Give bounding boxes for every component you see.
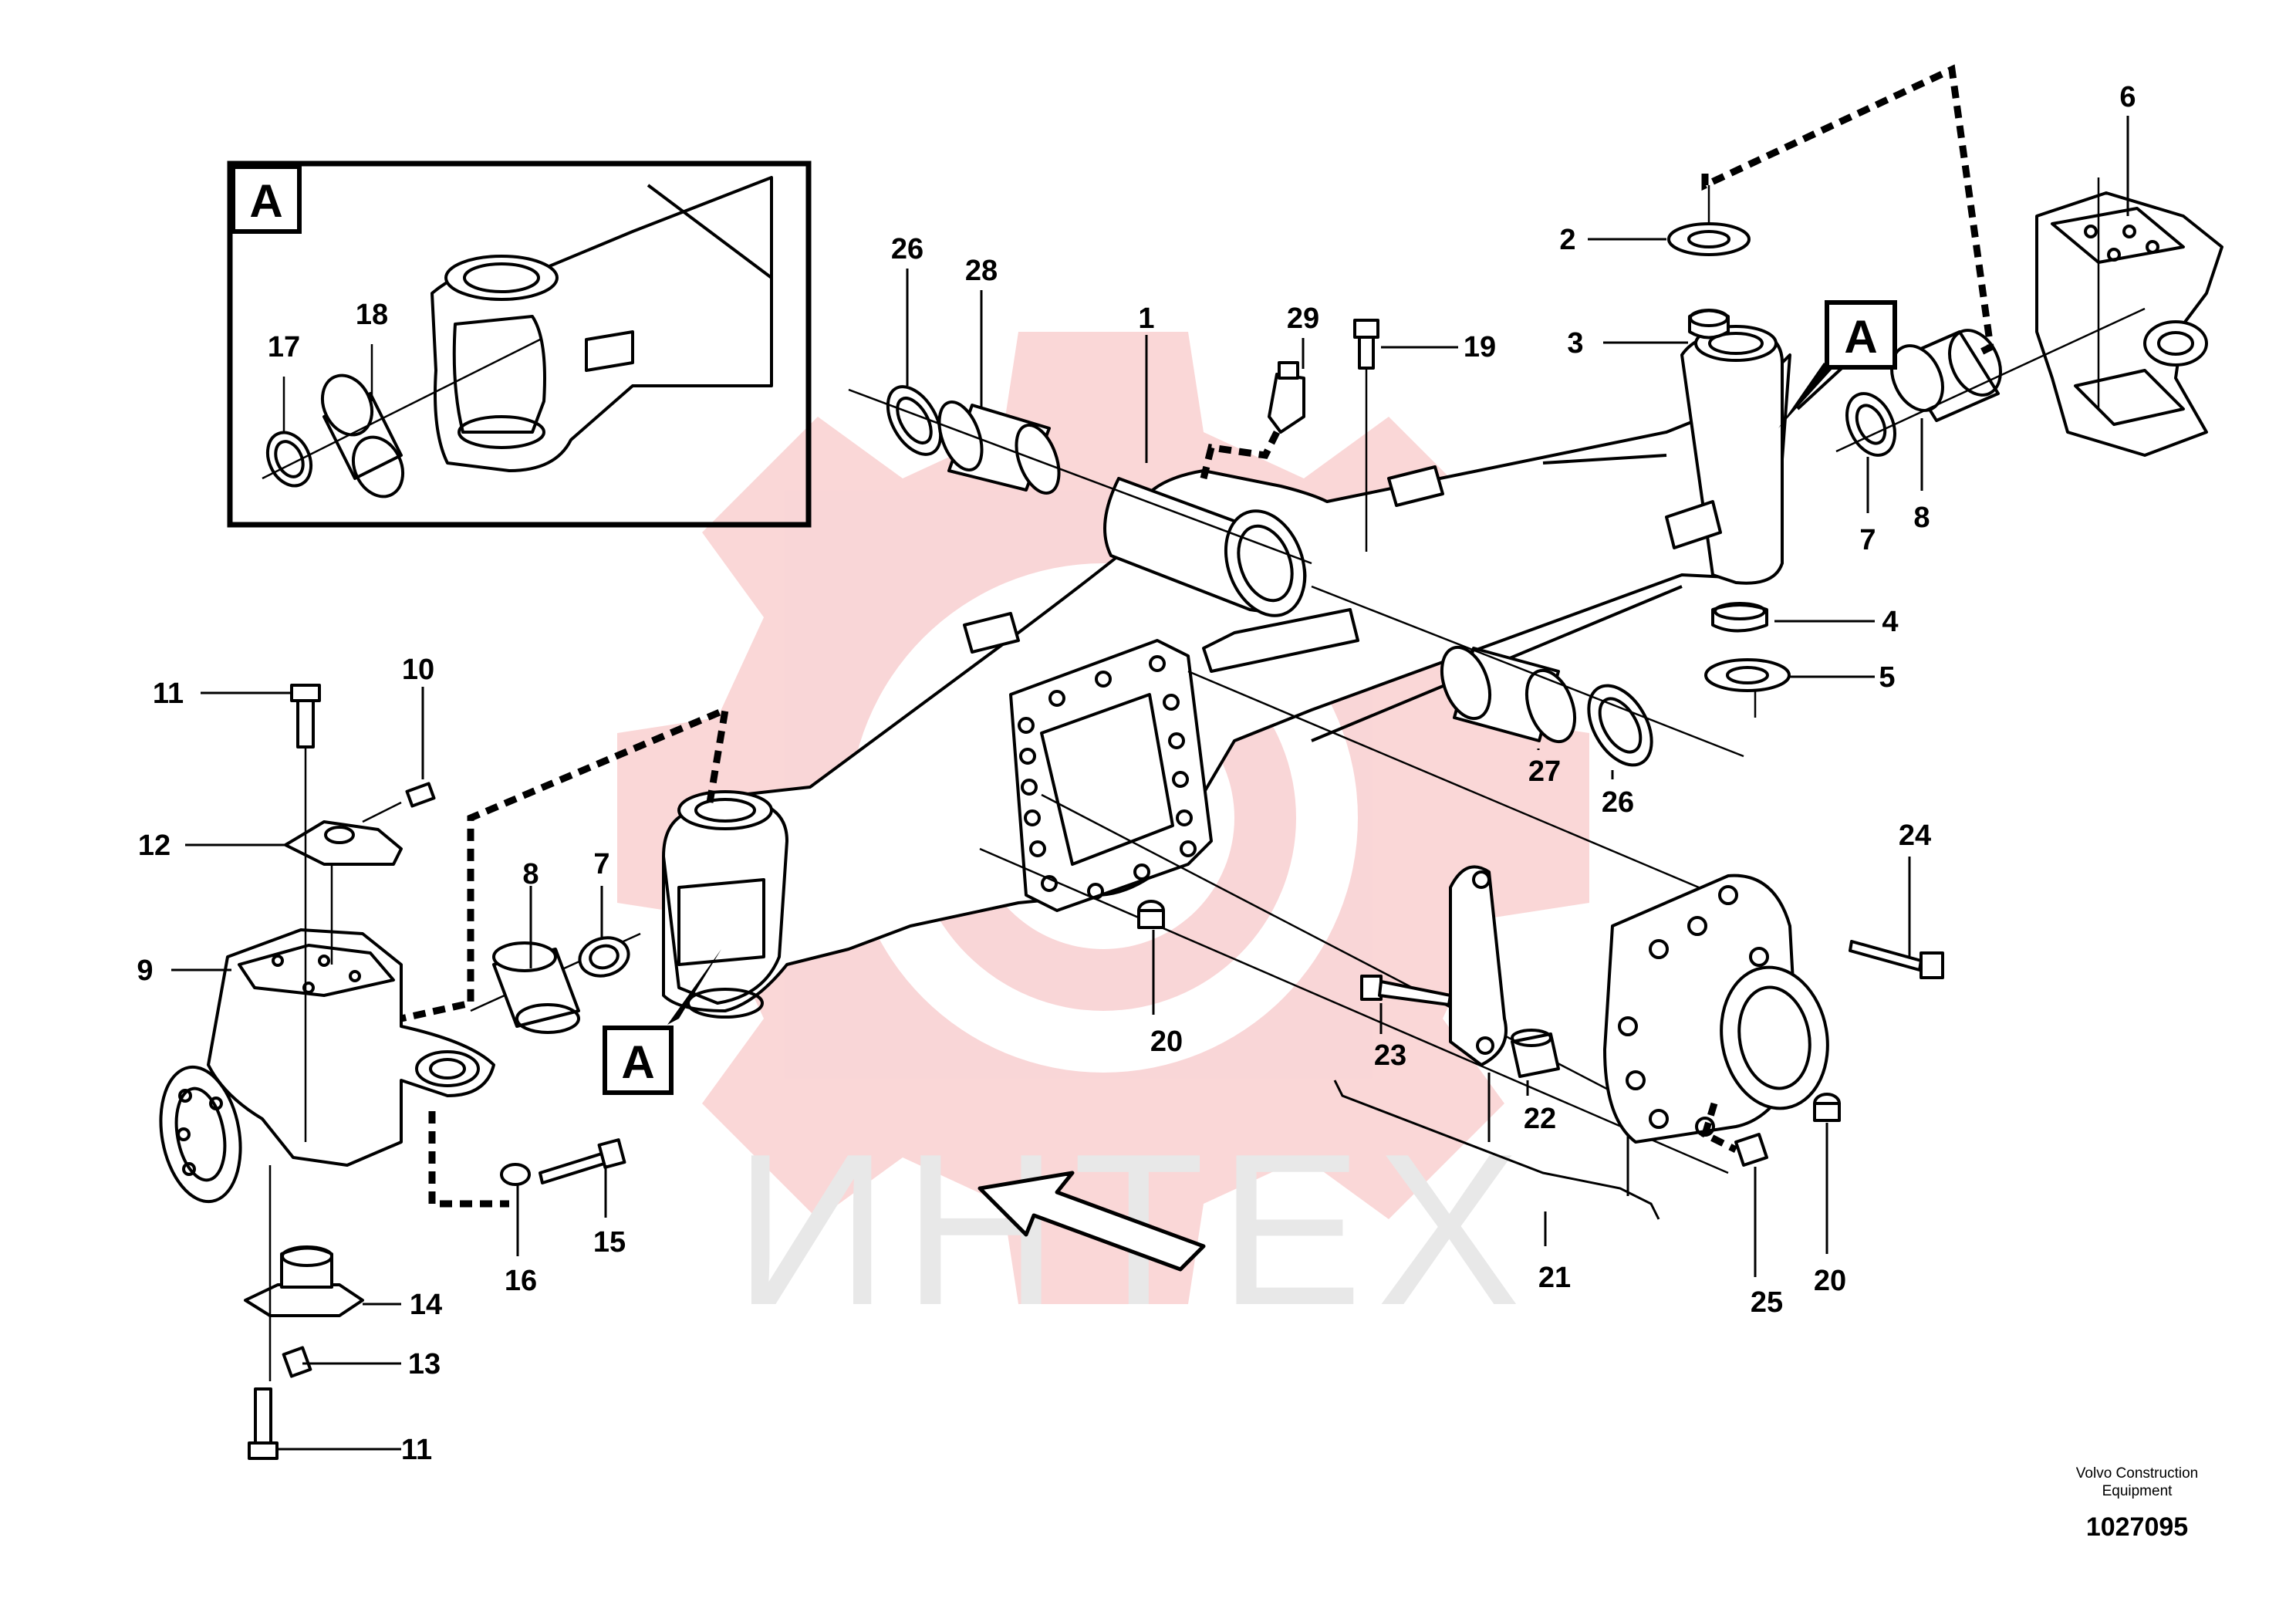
part-11-bolt-top — [290, 684, 321, 748]
part-14-plate — [244, 1245, 364, 1317]
part-11-bolt-bottom — [248, 1387, 279, 1460]
part-27-bushing-mid — [1440, 645, 1577, 744]
axle-beam — [662, 325, 1791, 1019]
callout-16: 16 — [505, 1265, 537, 1297]
part-20-plug-left — [1137, 900, 1165, 929]
callout-18: 18 — [356, 299, 388, 331]
callout-25: 25 — [1751, 1286, 1783, 1319]
part-12-plate — [284, 820, 403, 866]
part-8-bushing-left — [492, 941, 580, 1034]
part-26-seal-top — [886, 385, 943, 456]
callout-26-mid: 26 — [1602, 786, 1634, 819]
part-25-plug — [1734, 1133, 1768, 1167]
part-4-bearing — [1711, 602, 1768, 633]
callout-2: 2 — [1559, 224, 1575, 256]
part-28-bushing — [937, 400, 1061, 495]
callout-24: 24 — [1899, 819, 1931, 852]
callout-9: 9 — [137, 955, 153, 987]
part-19-plug — [1353, 319, 1379, 370]
part-16-nut — [500, 1163, 531, 1186]
callout-21: 21 — [1538, 1262, 1571, 1294]
callout-28: 28 — [965, 255, 998, 287]
part-6-steering-knuckle-right — [2035, 191, 2223, 457]
callout-19: 19 — [1464, 331, 1496, 363]
callout-8-left: 8 — [522, 858, 539, 890]
svg-text:A: A — [1844, 311, 1877, 363]
callout-12: 12 — [138, 830, 171, 862]
callout-29: 29 — [1287, 302, 1319, 335]
part-15-bolt — [539, 1138, 626, 1184]
direction-arrow — [977, 1171, 1206, 1272]
callout-3: 3 — [1567, 327, 1583, 360]
part-20-plug-right — [1813, 1093, 1841, 1122]
callout-14: 14 — [410, 1289, 442, 1321]
callout-20-right: 20 — [1814, 1265, 1846, 1297]
callout-7-left: 7 — [593, 848, 609, 880]
leader-lines — [171, 116, 2129, 1451]
part-23-bolt — [1360, 975, 1452, 1006]
callout-11-bottom: 11 — [401, 1434, 432, 1466]
callout-26-top: 26 — [891, 233, 923, 265]
part-13-grease-nipple — [282, 1346, 312, 1378]
part-9-steering-knuckle-left — [159, 928, 495, 1204]
part-10-grease-nipple — [405, 782, 436, 808]
part-7-seal-left — [578, 936, 630, 978]
part-7-seal-right — [1845, 392, 1896, 457]
inset-label: A — [249, 175, 282, 227]
callout-13: 13 — [408, 1348, 441, 1380]
callout-6: 6 — [2119, 81, 2136, 113]
inset-ring-17 — [265, 431, 313, 488]
callout-7-right: 7 — [1859, 524, 1876, 556]
part-29-grease-nipple — [1268, 361, 1305, 434]
section-marker-a-left: A — [603, 949, 721, 1095]
callout-17: 17 — [268, 331, 300, 363]
flange-bolt-holes — [1018, 655, 1197, 900]
callout-22: 22 — [1524, 1103, 1556, 1135]
callout-20-left: 20 — [1150, 1026, 1183, 1058]
section-marker-a-right: A — [1778, 300, 1897, 428]
callout-8-right: 8 — [1913, 502, 1930, 534]
footer-company-name: Volvo Construction Equipment — [2075, 1465, 2199, 1499]
callout-11-top: 11 — [153, 678, 184, 710]
callout-5: 5 — [1879, 661, 1895, 694]
part-24-bolt — [1849, 940, 1944, 979]
part-3-bearing — [1688, 309, 1730, 340]
callout-4: 4 — [1882, 606, 1898, 638]
part-26-seal-mid — [1587, 684, 1653, 767]
callout-numbers: 1 2 3 4 5 6 7 8 7 8 9 10 11 12 14 13 11 … — [137, 81, 2136, 1466]
callout-10: 10 — [402, 654, 434, 686]
footer-drawing-number: 1027095 — [2085, 1512, 2189, 1542]
callout-23: 23 — [1374, 1039, 1406, 1072]
callout-1: 1 — [1138, 302, 1154, 335]
inset-detail-a: A 17 18 — [227, 161, 812, 528]
part-21-rear-mount-bracket — [1449, 865, 1829, 1144]
inset-bushing-18 — [320, 373, 405, 498]
callout-27: 27 — [1528, 755, 1561, 788]
part-22-sleeve — [1511, 1029, 1560, 1078]
part-5-washer — [1704, 658, 1791, 692]
part-2-washer — [1667, 222, 1751, 256]
part-8-bushing-right — [1890, 329, 2002, 422]
svg-text:A: A — [621, 1036, 654, 1088]
callout-15: 15 — [593, 1226, 626, 1259]
